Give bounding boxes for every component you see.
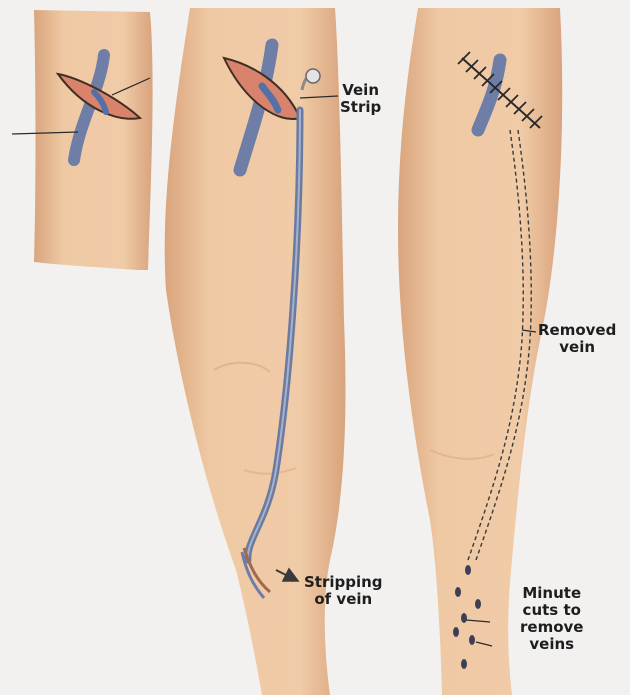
label-minute-line1: Minute [520,585,583,602]
vein-strip-head [306,69,320,83]
label-stripping-line2: of vein [304,591,383,608]
label-vein-strip-line1: Vein [340,82,381,99]
label-minute-line4: veins [520,636,583,653]
label-vein-strip-line2: Strip [340,99,381,116]
label-removed-vein: Removed vein [538,322,616,356]
label-removed-line2: vein [538,339,616,356]
label-removed-line1: Removed [538,322,616,339]
label-vein-strip: Vein Strip [340,82,381,116]
label-minute-cuts: Minute cuts to remove veins [520,585,583,653]
label-stripping-line1: Stripping [304,574,383,591]
label-minute-line2: cuts to [520,602,583,619]
inset-panel [12,10,153,270]
label-stripping-of-vein: Stripping of vein [304,574,383,608]
label-minute-line3: remove [520,619,583,636]
